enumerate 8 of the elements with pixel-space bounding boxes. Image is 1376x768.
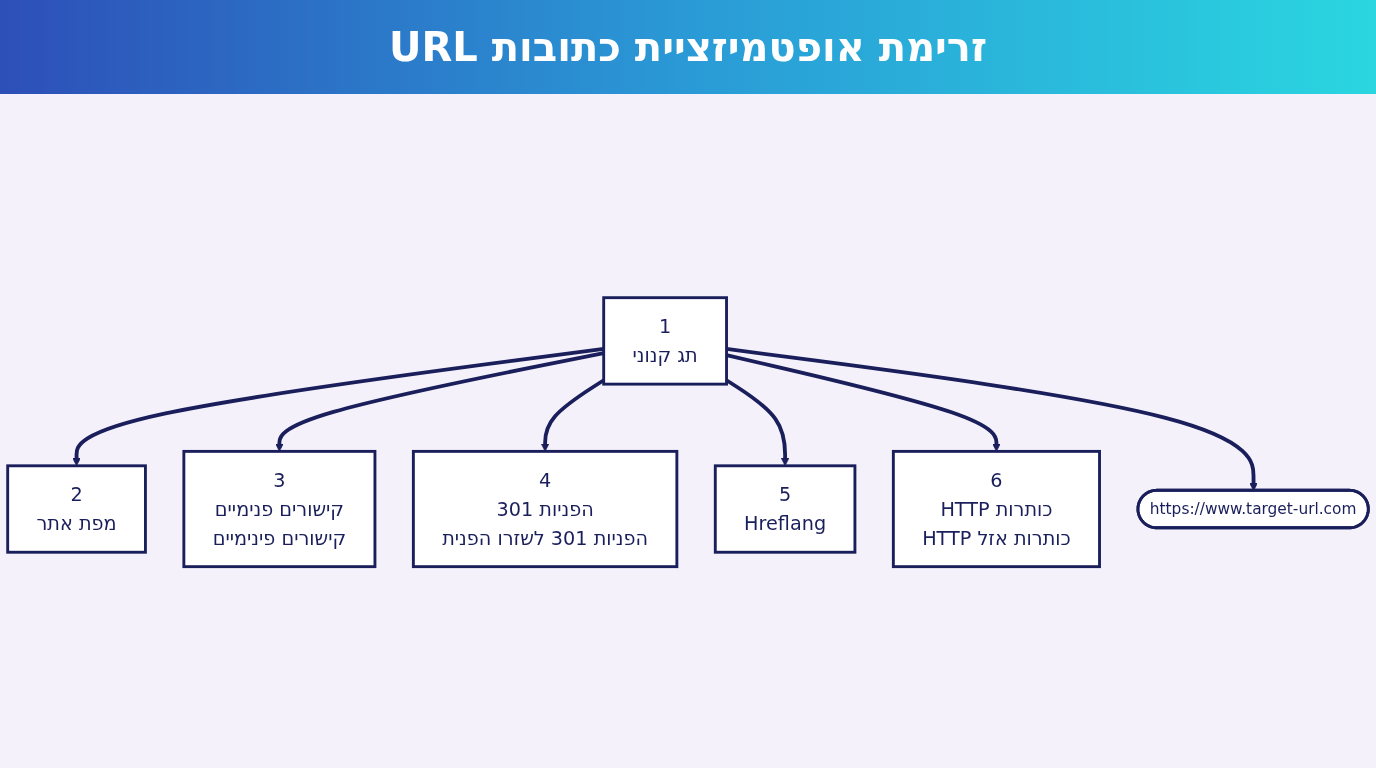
arrow: [725, 378, 790, 466]
arrow: [540, 378, 605, 452]
arrow: [726, 346, 1258, 491]
arrow: [726, 353, 1001, 452]
node-box: 5 Hreflang: [713, 464, 857, 554]
title: זרימת אופטמיזציית כתובות URL: [389, 24, 987, 70]
arrow: [72, 346, 604, 466]
arrow: [275, 351, 605, 452]
